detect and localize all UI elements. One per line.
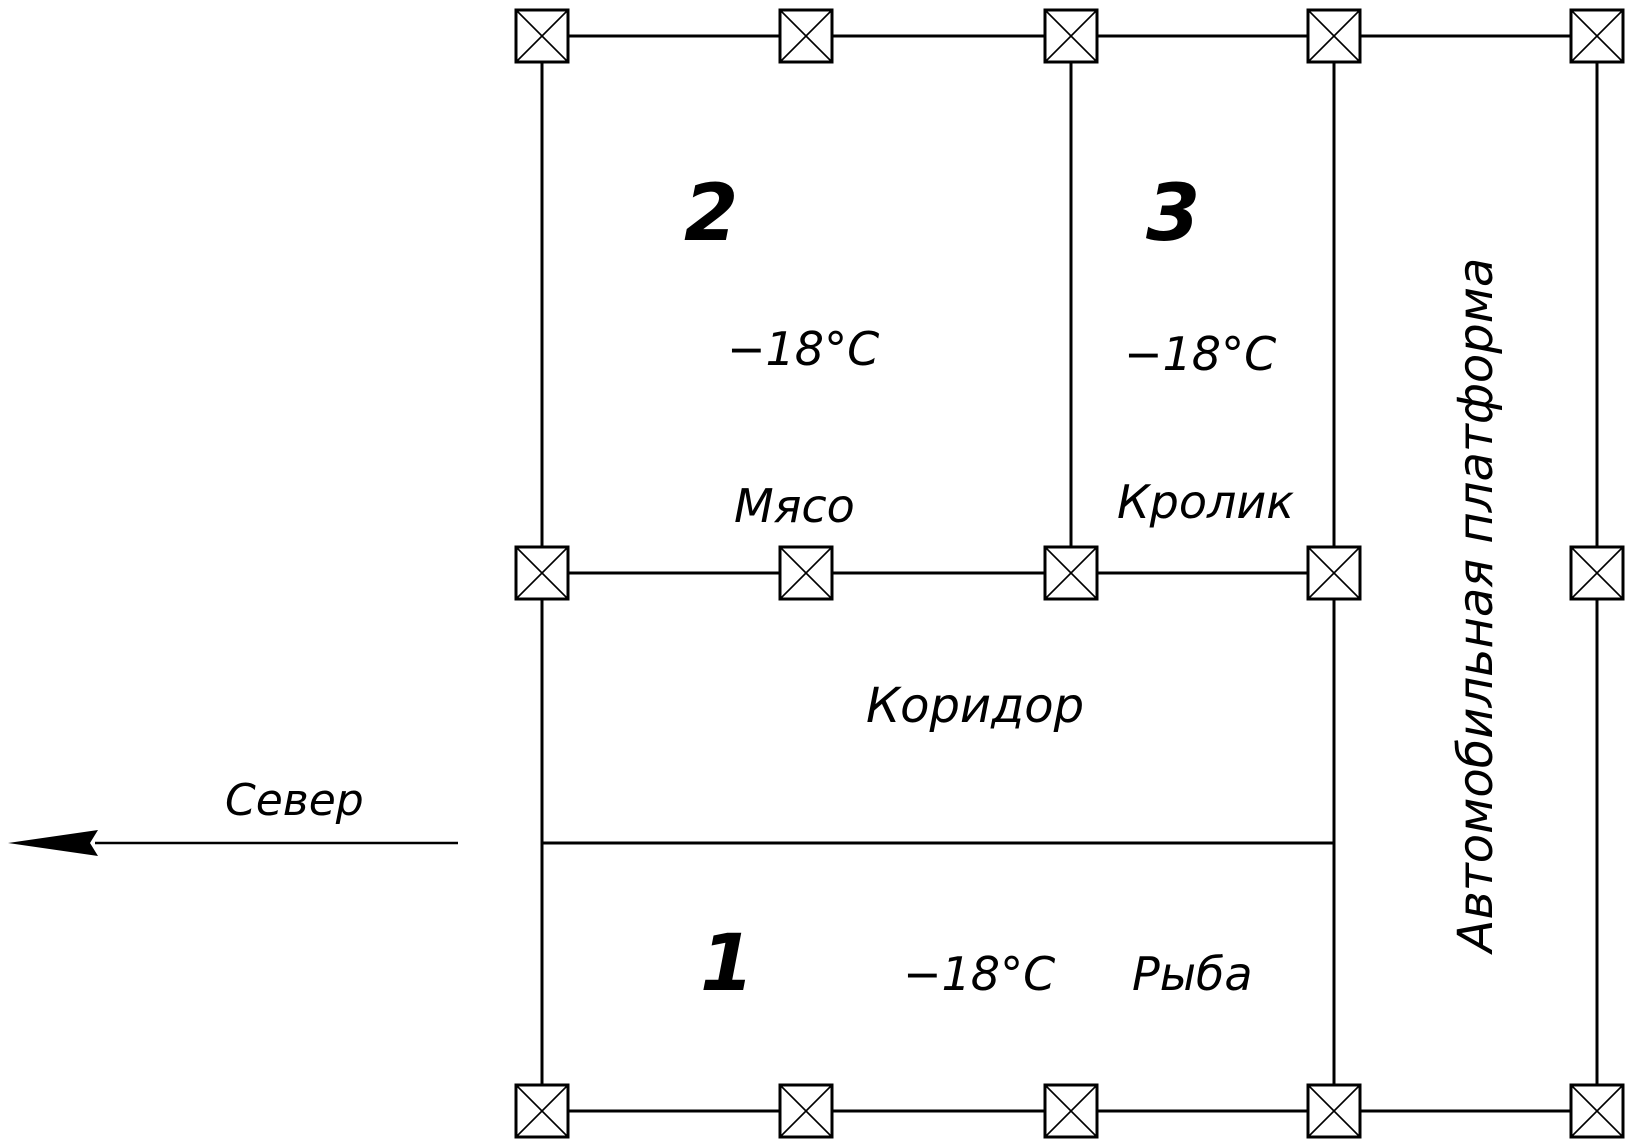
north-arrow	[8, 830, 458, 856]
room-3-temperature: −18°C	[1124, 327, 1276, 381]
column-cross	[779, 9, 833, 63]
column	[514, 1083, 570, 1139]
column-cross	[1570, 9, 1624, 63]
room-1-temperature: −18°C	[903, 947, 1055, 1001]
column	[1043, 545, 1099, 601]
column	[778, 1083, 834, 1139]
column	[1043, 1083, 1099, 1139]
room-2-name: Мясо	[734, 479, 855, 533]
column-cross	[1044, 1084, 1098, 1138]
column	[1569, 8, 1625, 64]
column	[778, 8, 834, 64]
column	[514, 8, 570, 64]
column-cross	[1307, 546, 1361, 600]
column-cross	[1307, 9, 1361, 63]
corridor-name: Коридор	[866, 678, 1084, 734]
column-cross	[1570, 546, 1624, 600]
column-cross	[1570, 1084, 1624, 1138]
column-cross	[515, 1084, 569, 1138]
room-2-temperature: −18°C	[727, 322, 879, 376]
north-label: Север	[225, 775, 364, 826]
room-1-number: 1	[700, 919, 754, 1009]
column-cross	[515, 546, 569, 600]
column-cross	[1307, 1084, 1361, 1138]
room-3-number: 3	[1146, 169, 1200, 259]
column-cross	[1044, 546, 1098, 600]
column	[1569, 1083, 1625, 1139]
room-3-name: Кролик	[1117, 475, 1294, 529]
column	[1306, 1083, 1362, 1139]
column	[1043, 8, 1099, 64]
column	[1306, 8, 1362, 64]
column	[778, 545, 834, 601]
room-2-number: 2	[684, 169, 738, 259]
column-cross	[779, 1084, 833, 1138]
platform-name: Автомобильная платформа	[1448, 258, 1504, 956]
column	[514, 545, 570, 601]
columns	[514, 8, 1625, 1139]
room-1-name: Рыба	[1132, 947, 1253, 1001]
north-arrow-head	[8, 830, 98, 856]
column	[1569, 545, 1625, 601]
column	[1306, 545, 1362, 601]
column-cross	[515, 9, 569, 63]
column-cross	[779, 546, 833, 600]
column-cross	[1044, 9, 1098, 63]
